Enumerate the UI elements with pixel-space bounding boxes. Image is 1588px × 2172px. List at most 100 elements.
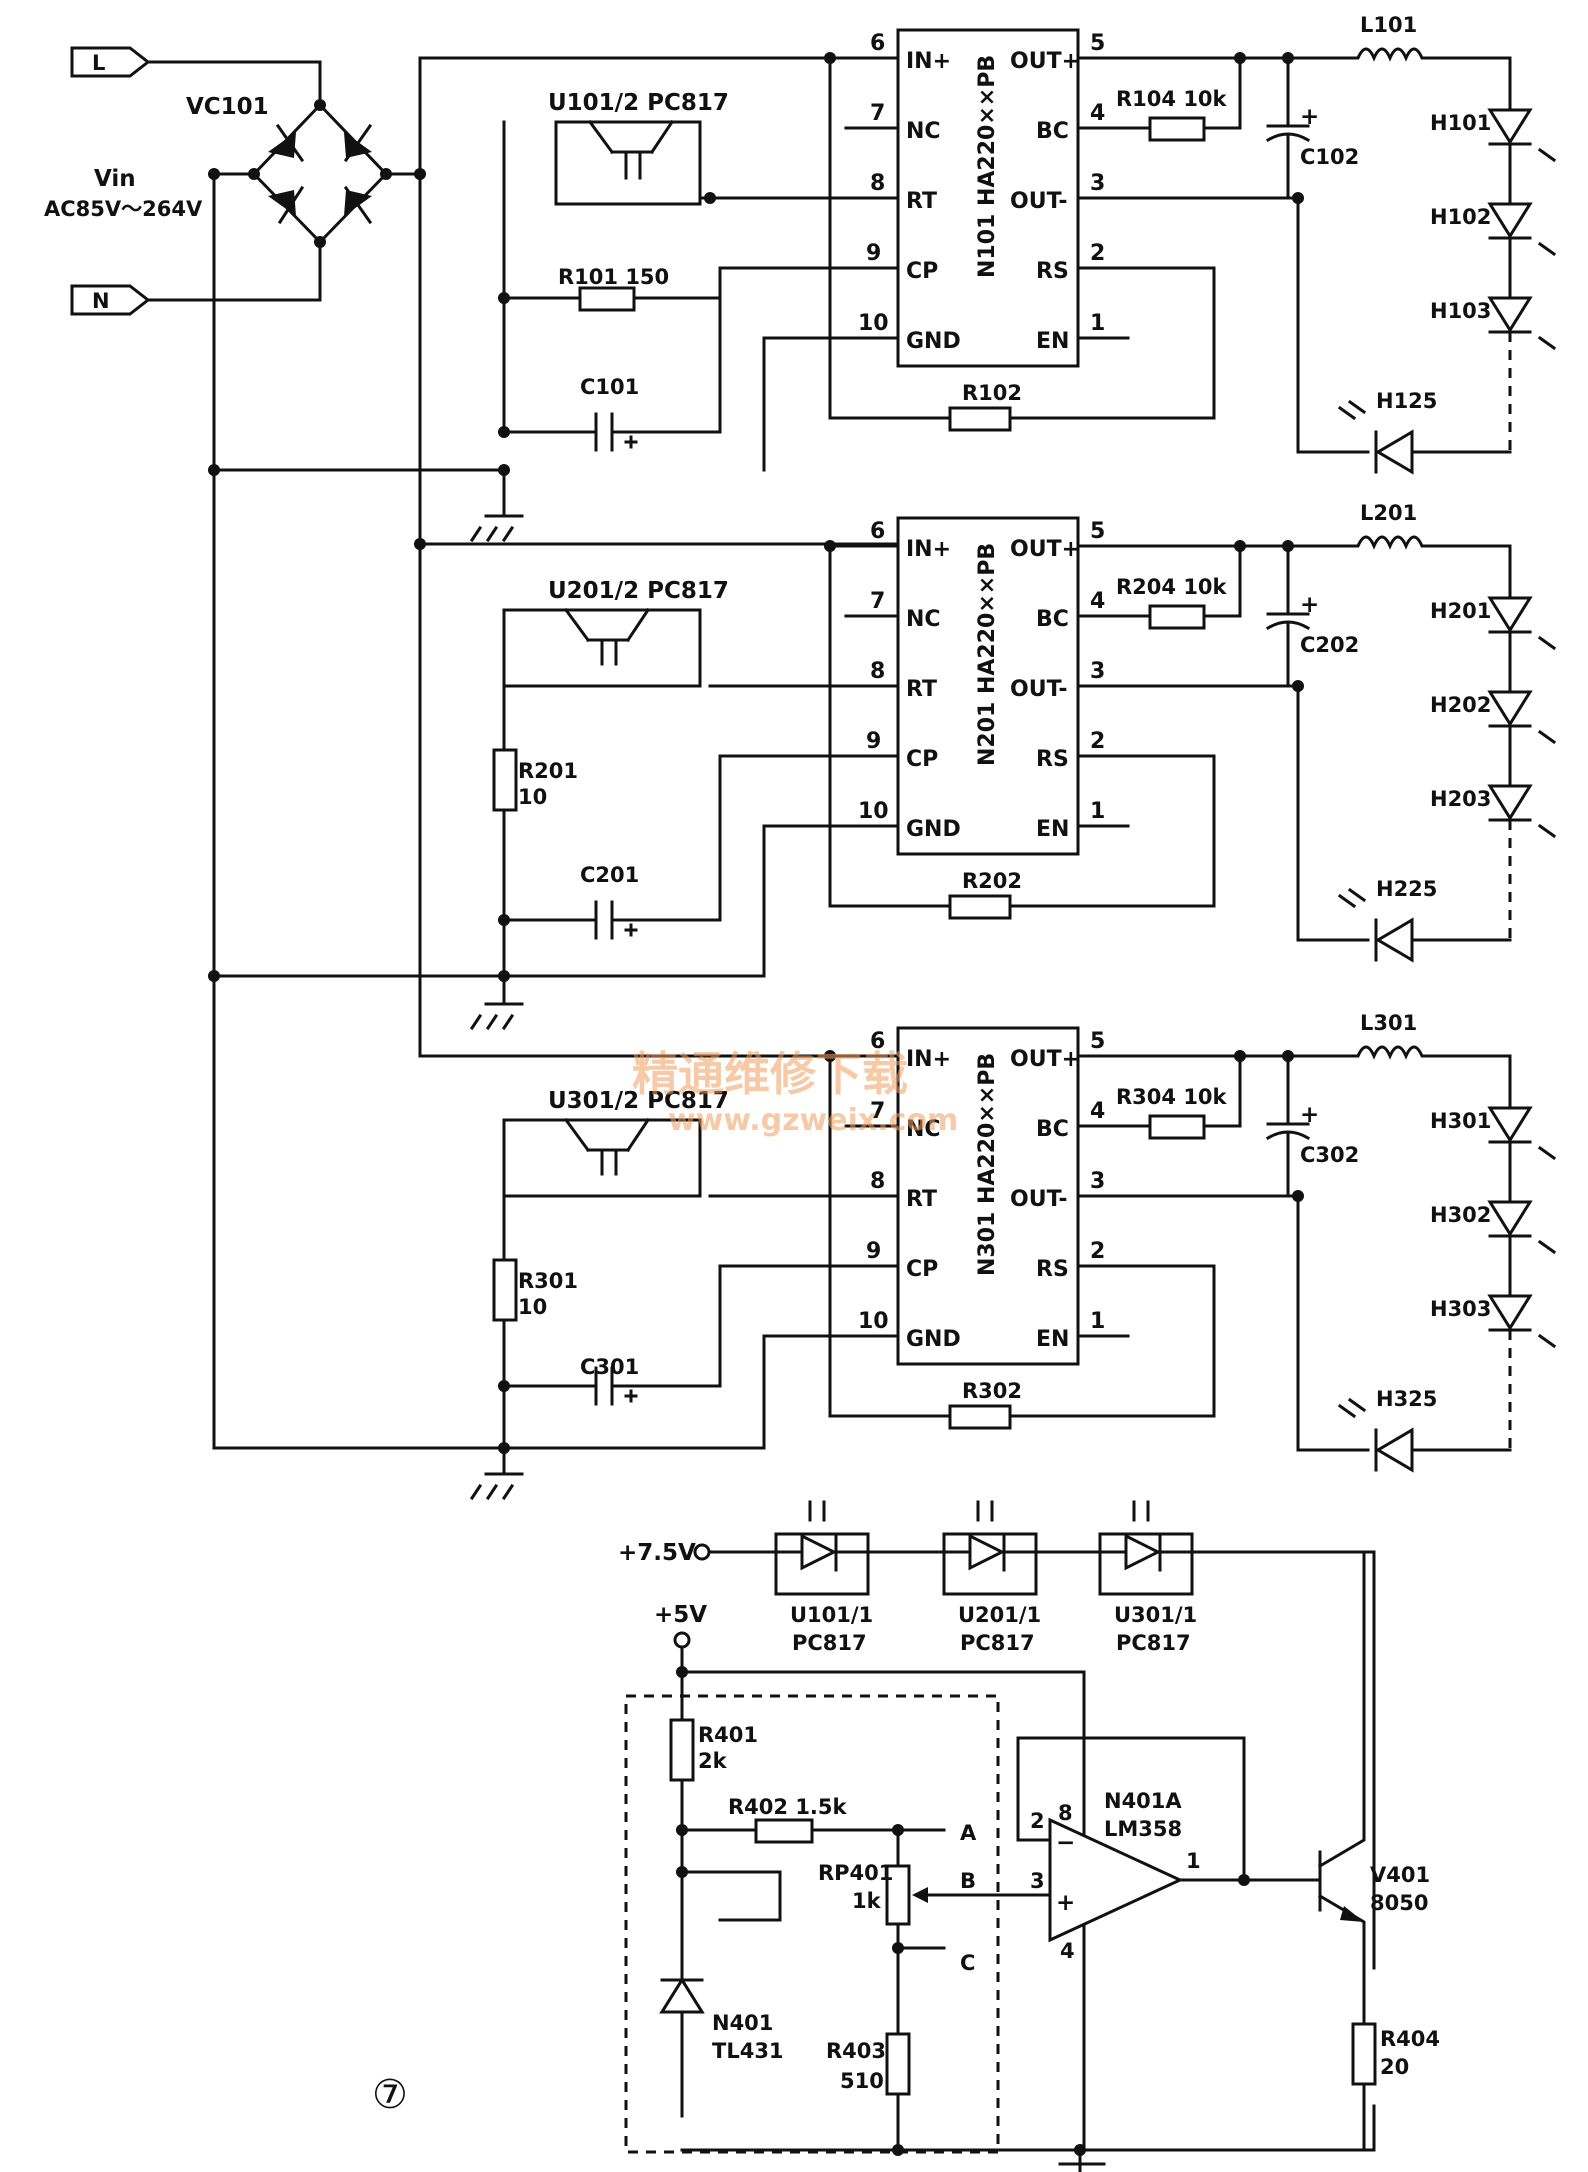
svg-text:3: 3 [1090, 171, 1105, 196]
svg-text:10: 10 [858, 799, 889, 824]
svg-text:8: 8 [1058, 1801, 1073, 1825]
output-cap-label: C102 [1300, 145, 1359, 169]
figure-number: ⑦ [372, 2072, 408, 2118]
cap-plus: + [1300, 1102, 1319, 1128]
vin-label: Vin [94, 166, 136, 192]
svg-text:8: 8 [870, 659, 885, 684]
watermark-title: 精通维修下载 [632, 1047, 908, 1101]
bc-resistor [1148, 1114, 1206, 1140]
svg-text:10: 10 [518, 1295, 547, 1319]
vin-range-label: AC85V～264V [44, 197, 203, 221]
v5-terminal [673, 1631, 691, 1649]
opto-led-1 [774, 1500, 870, 1596]
svg-text:N401A: N401A [1104, 1789, 1182, 1813]
driver-ic-label: N101 HA220××PB [975, 55, 1000, 278]
svg-text:RS: RS [1036, 259, 1069, 284]
svg-text:U101/1: U101/1 [790, 1603, 873, 1627]
terminal-n-label: N [92, 289, 110, 313]
svg-text:7: 7 [870, 101, 885, 126]
last-led-label: H125 [1376, 389, 1437, 413]
svg-text:OUT-: OUT- [1010, 1187, 1067, 1212]
output-cap-label: C302 [1300, 1143, 1359, 1167]
svg-text:9: 9 [866, 1239, 881, 1264]
svg-text:CP: CP [906, 1257, 938, 1282]
svg-text:OUT+: OUT+ [1010, 49, 1080, 74]
svg-text:20: 20 [1380, 2055, 1409, 2079]
driver-ic-label: N301 HA220××PB [975, 1053, 1000, 1276]
svg-text:9: 9 [866, 729, 881, 754]
r402 [754, 1818, 814, 1844]
svg-text:2: 2 [1030, 1809, 1045, 1833]
r403 [885, 2032, 911, 2096]
svg-text:5: 5 [1090, 1029, 1105, 1054]
v5-label: +5V [654, 1602, 707, 1628]
last-led-label: H325 [1376, 1387, 1437, 1411]
control-section: +7.5V U101/1 PC817 U201/1 PC817 U301/1 P… [618, 1500, 1440, 2172]
terminal-l-label: L [92, 51, 105, 75]
v75-label: +7.5V [618, 1540, 696, 1566]
bc-resistor [1148, 604, 1206, 630]
svg-text:NC: NC [906, 607, 941, 632]
led-chain: H301 H302 H303 [1430, 1106, 1557, 1450]
ac-input: L N Vin AC85V～264V VC101 [44, 46, 900, 1450]
rs-resistor-label: R202 [962, 869, 1022, 893]
svg-text:CP: CP [906, 259, 938, 284]
svg-text:2: 2 [1090, 729, 1105, 754]
watermark-url: www.gzweix.com [668, 1103, 958, 1138]
svg-text:IN+: IN+ [906, 537, 951, 562]
svg-text:H103: H103 [1430, 299, 1491, 323]
opto-label: U201/2 PC817 [548, 578, 729, 604]
svg-text:R301: R301 [518, 1269, 578, 1293]
rs-resistor [948, 894, 1012, 920]
svg-text:2: 2 [1090, 241, 1105, 266]
svg-text:R403: R403 [826, 2039, 886, 2063]
svg-text:RS: RS [1036, 1257, 1069, 1282]
svg-text:RT: RT [906, 1187, 937, 1212]
svg-text:R404: R404 [1380, 2027, 1440, 2051]
opto-label: U101/2 PC817 [548, 90, 729, 116]
rs-resistor [948, 1404, 1012, 1430]
opto-label: U301/2 PC817 [548, 1088, 729, 1114]
svg-text:−: − [1056, 1830, 1075, 1856]
svg-text:BC: BC [1036, 1117, 1069, 1142]
svg-text:U201/1: U201/1 [958, 1603, 1041, 1627]
svg-text:R201: R201 [518, 759, 578, 783]
svg-text:1: 1 [1090, 1309, 1105, 1334]
bc-resistor [1148, 116, 1206, 142]
rs-resistor-label: R102 [962, 381, 1022, 405]
svg-text:H101: H101 [1430, 111, 1491, 135]
cp-cap-label: C301 [580, 1355, 639, 1379]
svg-text:3: 3 [1090, 1169, 1105, 1194]
bc-resistor-label: R204 10k [1116, 575, 1228, 599]
opto-led-3 [1098, 1500, 1194, 1596]
svg-text:EN: EN [1036, 329, 1069, 354]
svg-text:8: 8 [870, 171, 885, 196]
svg-text:R402 1.5k: R402 1.5k [728, 1795, 848, 1819]
svg-text:GND: GND [906, 1327, 961, 1352]
rs-resistor [948, 406, 1012, 432]
svg-text:H302: H302 [1430, 1203, 1491, 1227]
svg-text:H202: H202 [1430, 693, 1491, 717]
svg-text:10: 10 [858, 311, 889, 336]
svg-text:OUT+: OUT+ [1010, 1047, 1080, 1072]
last-led-label: H225 [1376, 877, 1437, 901]
led-chain: H201 H202 H203 [1430, 596, 1557, 940]
svg-text:4: 4 [1060, 1939, 1075, 1963]
svg-text:R401: R401 [698, 1723, 758, 1747]
svg-text:RT: RT [906, 189, 937, 214]
svg-text:H301: H301 [1430, 1109, 1491, 1133]
svg-text:CP: CP [906, 747, 938, 772]
cp-cap-label: C101 [580, 375, 639, 399]
top-resistor [578, 286, 636, 312]
svg-text:8: 8 [870, 1169, 885, 1194]
svg-text:H102: H102 [1430, 205, 1491, 229]
svg-text:IN+: IN+ [906, 1047, 951, 1072]
svg-text:IN+: IN+ [906, 49, 951, 74]
terminal-l [70, 46, 151, 78]
svg-text:PC817: PC817 [960, 1631, 1035, 1655]
led-chain: H101 H102 H103 [1430, 108, 1557, 452]
terminal-n [70, 284, 151, 316]
svg-text:EN: EN [1036, 817, 1069, 842]
